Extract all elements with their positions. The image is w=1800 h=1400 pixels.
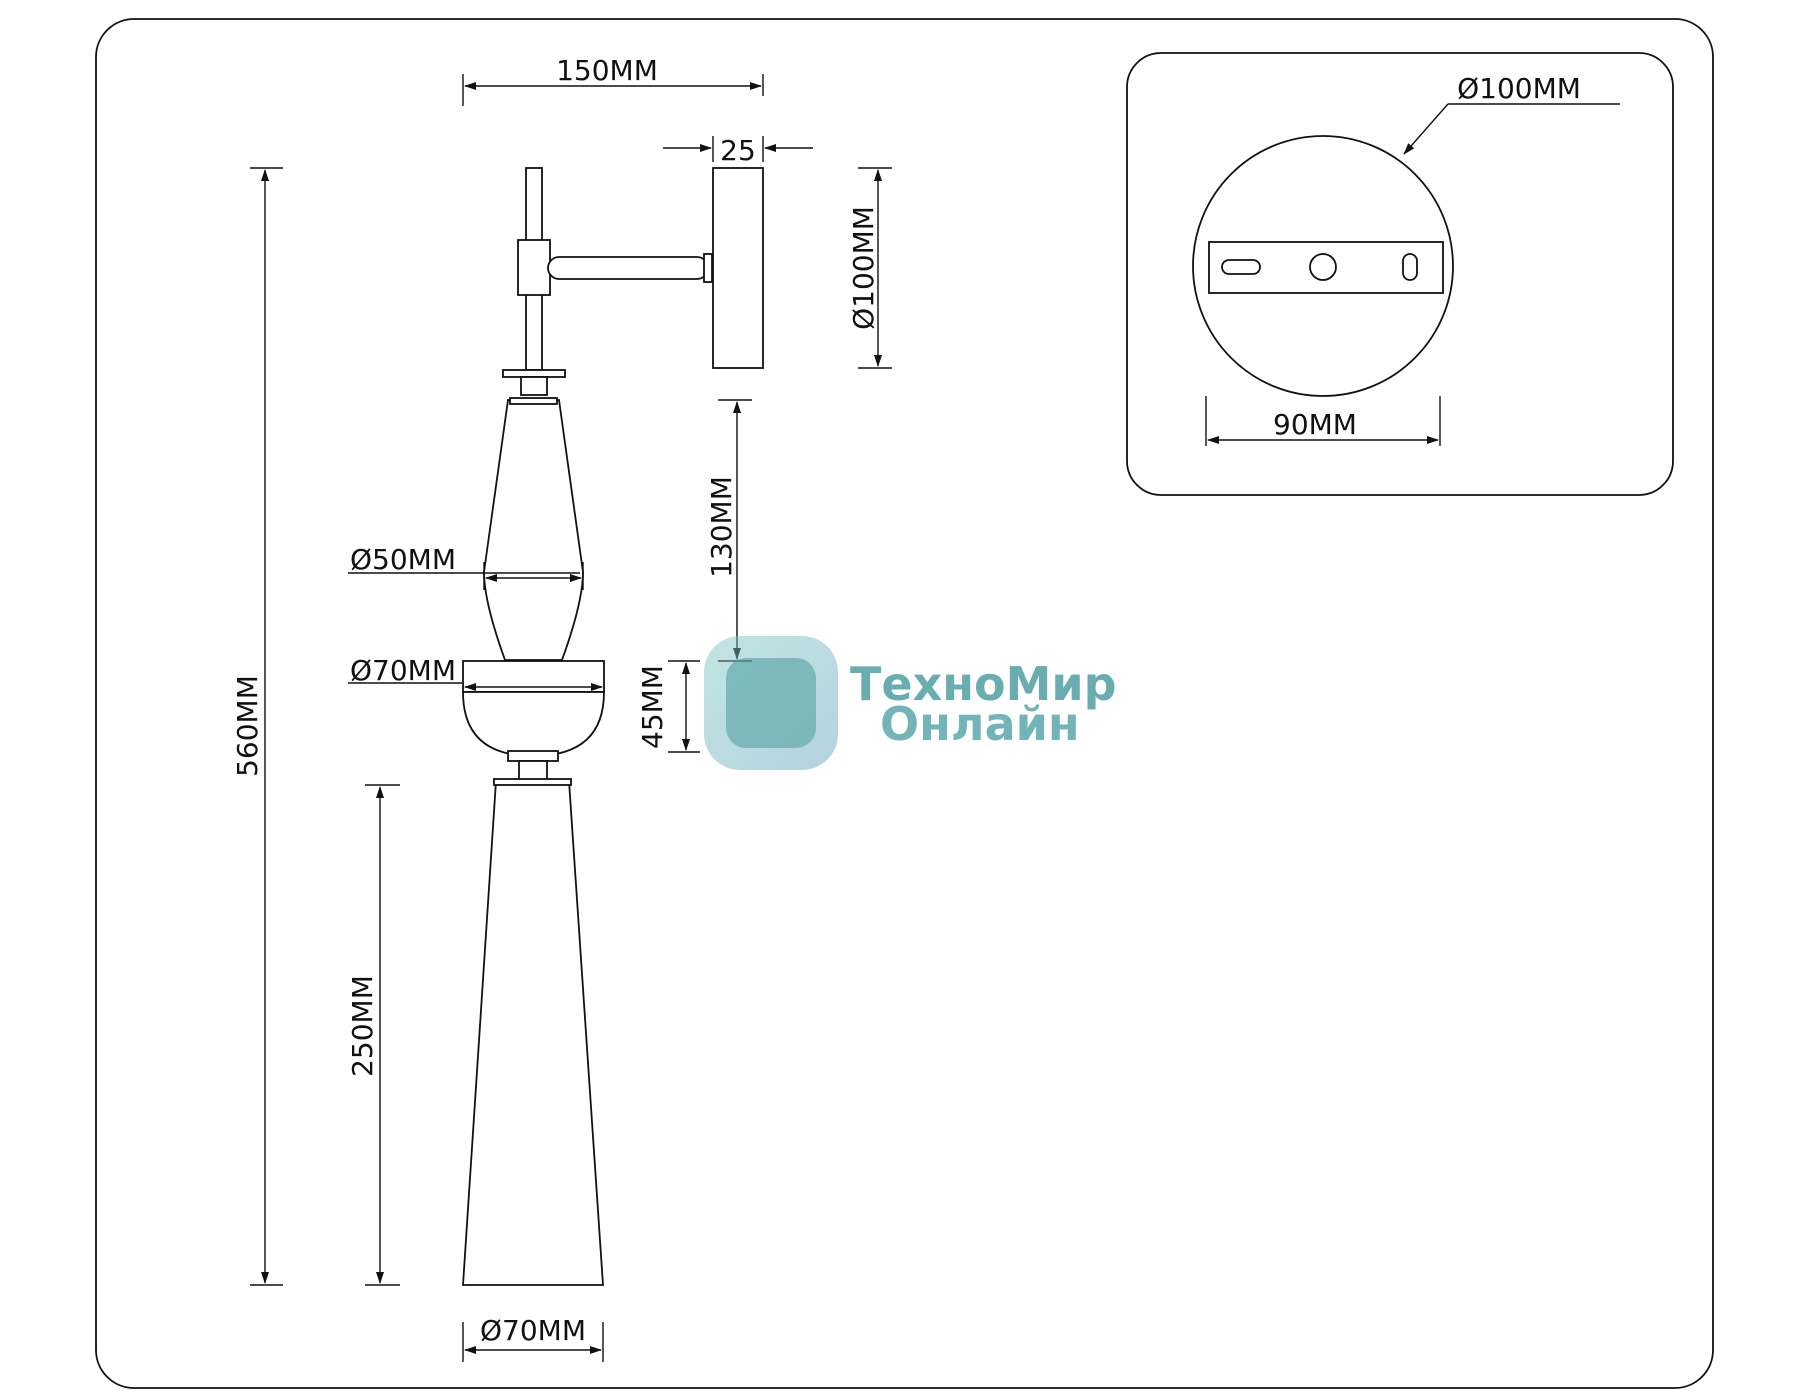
dim-drop-height: 130MM (705, 399, 752, 662)
dim-cup-height: 45MM (636, 660, 700, 753)
bracket-center-hole (1309, 253, 1337, 281)
wall-plate-side (712, 167, 764, 369)
dim-upper-shade-diameter: Ø50MM (348, 543, 584, 590)
dim-label-plate-side: Ø100MM (847, 206, 880, 330)
lamp-side-view (462, 167, 764, 1286)
watermark-line2: Онлайн (880, 697, 1080, 751)
lower-shade (462, 780, 604, 1286)
dim-label-total-height: 560MM (231, 675, 264, 777)
mount-plate-view: Ø100MM 90MM (1126, 52, 1674, 496)
dim-label-shade-length: 250MM (346, 975, 379, 1077)
bracket-slot-left (1221, 259, 1261, 275)
inset-frame (1126, 52, 1674, 496)
dim-label-plate-depth: 25 (720, 134, 756, 167)
lower-shade-band (493, 778, 572, 786)
dim-label-drop-height: 130MM (705, 476, 738, 578)
dim-total-height: 560MM (231, 167, 283, 1286)
watermark-line1: ТехноМир (850, 657, 1117, 711)
cup-connector-band (507, 750, 559, 762)
dim-plate-depth: 25 (663, 134, 813, 167)
dim-cup-diameter: Ø70MM (348, 654, 603, 691)
cup-bowl (462, 691, 605, 757)
dim-plate-side: Ø100MM (847, 167, 892, 369)
arm-collar (703, 253, 713, 283)
upper-cap-neck (520, 376, 548, 396)
upper-shade (483, 399, 584, 661)
dim-label-arm-length: 150MM (556, 54, 658, 87)
dim-label-mount-bracket: 90MM (1273, 408, 1357, 441)
cup-connector-neck (518, 760, 548, 782)
watermark: ТехноМир Онлайн (704, 636, 1117, 770)
dim-label-shade-bottom: Ø70MM (480, 1314, 586, 1347)
dim-arm-length: 150MM (462, 54, 764, 106)
bracket-slot-right (1402, 253, 1418, 281)
dim-label-cup-height: 45MM (636, 665, 669, 749)
mount-bracket (1208, 241, 1444, 294)
upper-cap-flange (502, 369, 566, 378)
outer-frame (95, 18, 1714, 1389)
horizontal-arm (547, 256, 709, 280)
rod-joint (517, 239, 551, 296)
dim-label-mount-plate: Ø100MM (1457, 72, 1581, 105)
dim-label-cup: Ø70MM (350, 654, 456, 687)
upper-shade-band (509, 397, 558, 405)
mount-plate-circle (1192, 135, 1454, 397)
dim-shade-bottom: Ø70MM (462, 1314, 604, 1362)
dim-shade-length: 250MM (346, 784, 400, 1286)
watermark-logo-inner (726, 658, 816, 748)
dim-label-upper-shade: Ø50MM (350, 543, 456, 576)
